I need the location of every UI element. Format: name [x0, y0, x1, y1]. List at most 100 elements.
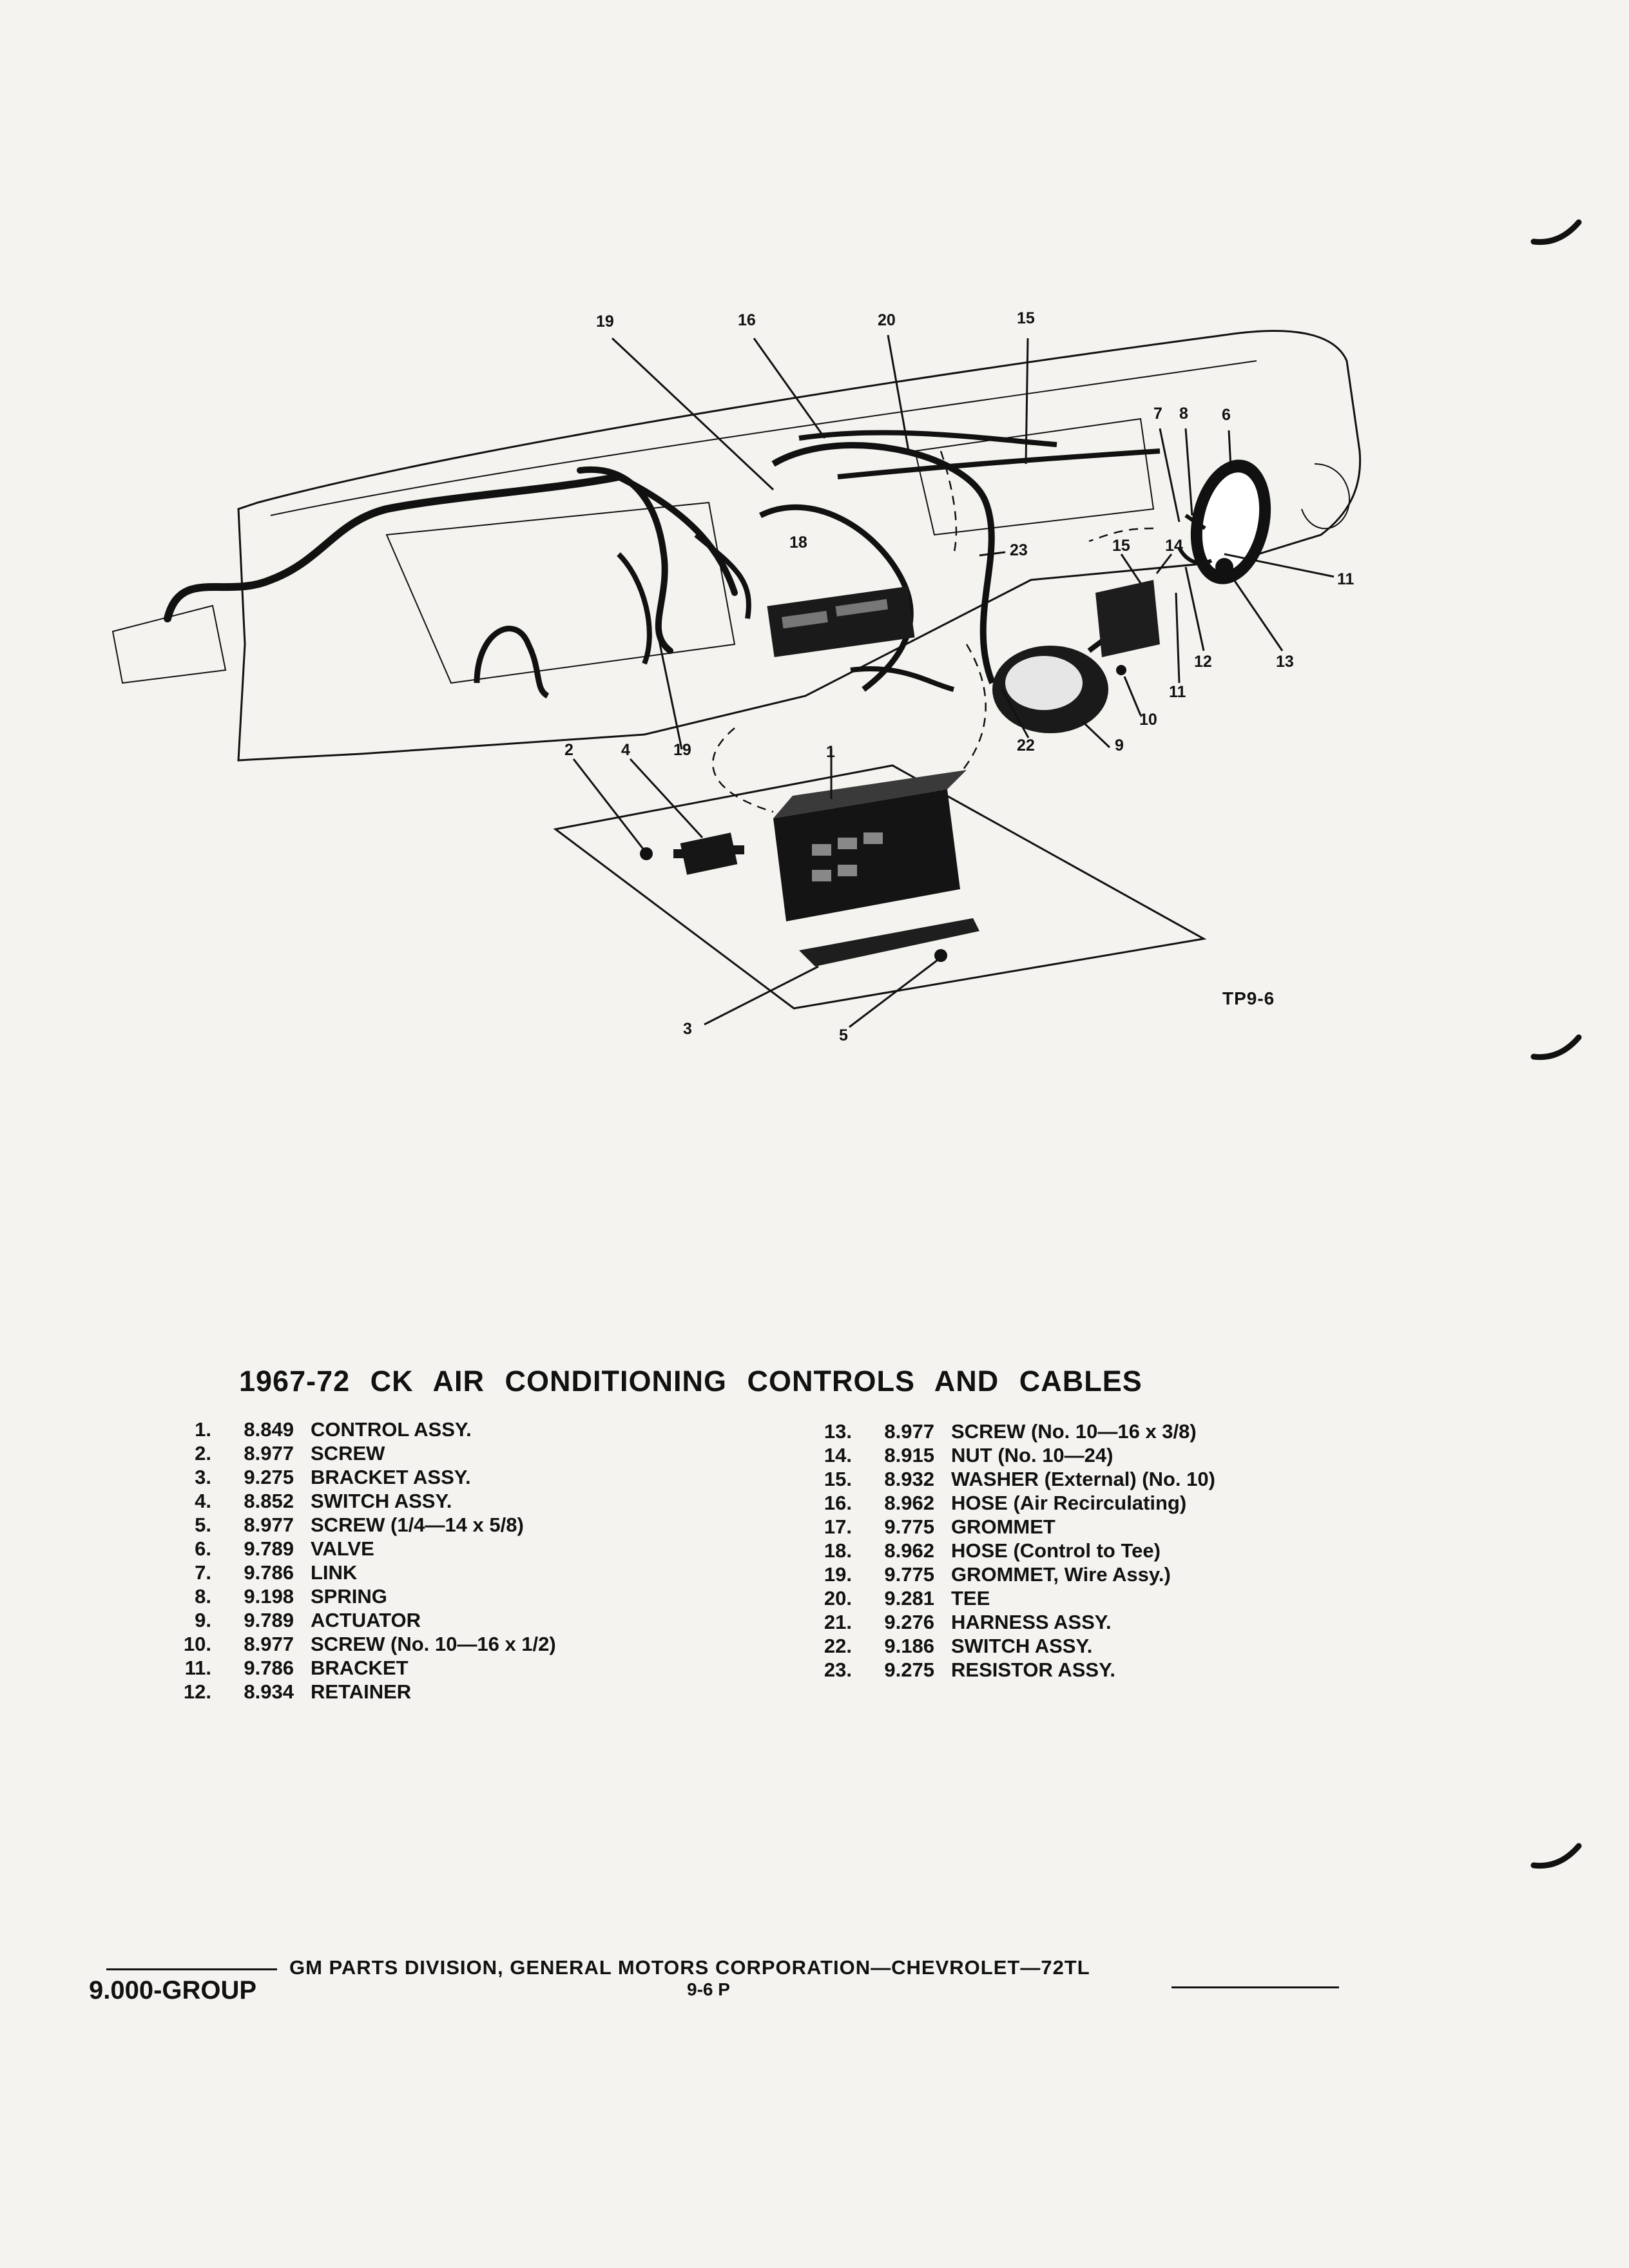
part-description: RETAINER — [311, 1680, 412, 1703]
callout-14: 14 — [1165, 537, 1183, 555]
part-description: ACTUATOR — [311, 1609, 421, 1631]
callout-9: 9 — [1115, 736, 1124, 754]
valve — [1190, 459, 1271, 584]
part-number: 11. — [184, 1657, 211, 1679]
part-row: 18. 8.962 HOSE (Control to Tee) — [794, 1539, 1215, 1562]
part-row: 11. 9.786 BRACKET — [153, 1656, 556, 1680]
part-row: 6. 9.789 VALVE — [153, 1537, 556, 1561]
callout-23: 23 — [1010, 541, 1028, 559]
part-description: RESISTOR ASSY. — [951, 1658, 1115, 1681]
callout-7: 7 — [1153, 405, 1162, 423]
bracket-assy — [799, 918, 979, 966]
part-group-code: 8.977 — [884, 1420, 934, 1443]
callout-22: 22 — [1017, 736, 1035, 754]
part-number: 12. — [183, 1680, 211, 1703]
part-description: BRACKET — [311, 1657, 409, 1679]
part-description: SWITCH ASSY. — [951, 1635, 1093, 1657]
part-description: LINK — [311, 1561, 358, 1584]
callout-12: 12 — [1194, 653, 1212, 671]
part-number: 6. — [195, 1537, 211, 1560]
part-description: SCREW (No. 10—16 x 1/2) — [311, 1633, 556, 1655]
control-assy — [773, 770, 967, 921]
screw-2 — [640, 847, 653, 860]
part-description: HOSE (Air Recirculating) — [951, 1492, 1187, 1514]
part-group-code: 9.186 — [884, 1635, 934, 1657]
callout-18: 18 — [789, 533, 807, 552]
part-description: VALVE — [311, 1537, 374, 1560]
page-title: 1967-72 CK AIR CONDITIONING CONTROLS AND… — [239, 1365, 1142, 1398]
footer-rule-right — [1171, 1986, 1339, 1988]
callout-21: 20 — [878, 311, 896, 329]
part-description: SCREW (No. 10—16 x 3/8) — [951, 1420, 1197, 1443]
part-group-code: 9.786 — [244, 1561, 294, 1584]
footer-group: 9.000-GROUP — [89, 1976, 257, 2004]
callout-11: 11 — [1169, 683, 1186, 701]
screw-5 — [934, 949, 947, 962]
callout-4: 4 — [621, 741, 630, 759]
part-group-code: 8.852 — [244, 1490, 294, 1512]
part-group-code: 8.962 — [884, 1539, 934, 1562]
part-group-code: 9.281 — [884, 1587, 934, 1610]
part-row: 16. 8.962 HOSE (Air Recirculating) — [794, 1491, 1215, 1515]
part-number: 8. — [195, 1585, 211, 1608]
harness-assy — [577, 466, 738, 654]
left-vent-duct — [111, 604, 227, 684]
part-group-code: 9.198 — [244, 1585, 294, 1608]
part-description: CONTROL ASSY. — [311, 1418, 472, 1441]
callout-3: 3 — [683, 1020, 692, 1038]
part-group-code: 8.932 — [884, 1468, 934, 1490]
callout-19: 19 — [673, 741, 691, 759]
callout-15: 15 — [1112, 537, 1130, 555]
part-number: 22. — [824, 1635, 852, 1657]
part-description: SWITCH ASSY. — [311, 1490, 452, 1512]
part-number: 2. — [195, 1442, 211, 1465]
part-description: HOSE (Control to Tee) — [951, 1539, 1161, 1562]
part-number: 9. — [195, 1609, 211, 1631]
leader-lines — [572, 334, 1335, 1028]
part-description: NUT (No. 10—24) — [951, 1444, 1113, 1466]
callout-1: 1 — [826, 743, 835, 761]
part-row: 12. 8.934 RETAINER — [153, 1680, 556, 1704]
part-row: 2. 8.977 SCREW — [153, 1441, 556, 1465]
part-description: SPRING — [311, 1585, 387, 1608]
callout-20: 19 — [596, 312, 614, 331]
part-group-code: 9.789 — [244, 1537, 294, 1560]
part-number: 16. — [824, 1492, 852, 1514]
part-number: 14. — [824, 1444, 852, 1466]
part-group-code: 8.977 — [244, 1442, 294, 1465]
footer-page-number: 9-6 P — [687, 1979, 730, 1999]
part-description: WASHER (External) (No. 10) — [951, 1468, 1215, 1490]
callout-11-right: 11 — [1337, 570, 1354, 588]
callout-5: 5 — [839, 1026, 848, 1044]
part-description: SCREW — [311, 1442, 385, 1465]
part-group-code: 9.775 — [884, 1515, 934, 1538]
binding-mark — [1530, 219, 1582, 245]
callout-8: 8 — [1179, 405, 1188, 423]
part-description: TEE — [951, 1587, 990, 1610]
binding-mark — [1530, 1843, 1582, 1869]
part-group-code: 9.786 — [244, 1657, 294, 1679]
figure-code: TP9-6 — [1222, 988, 1275, 1008]
part-number: 10. — [183, 1633, 211, 1655]
footer-rule-left — [106, 1968, 277, 1970]
part-group-code: 8.977 — [244, 1633, 294, 1655]
bracket-11 — [1095, 580, 1160, 657]
part-row: 15. 8.932 WASHER (External) (No. 10) — [794, 1467, 1215, 1491]
part-group-code: 8.934 — [244, 1680, 294, 1703]
part-description: BRACKET ASSY. — [311, 1466, 471, 1488]
part-number: 15. — [824, 1468, 852, 1490]
part-row: 8. 9.198 SPRING — [153, 1584, 556, 1608]
part-number: 18. — [824, 1539, 852, 1562]
part-group-code: 8.962 — [884, 1492, 934, 1514]
